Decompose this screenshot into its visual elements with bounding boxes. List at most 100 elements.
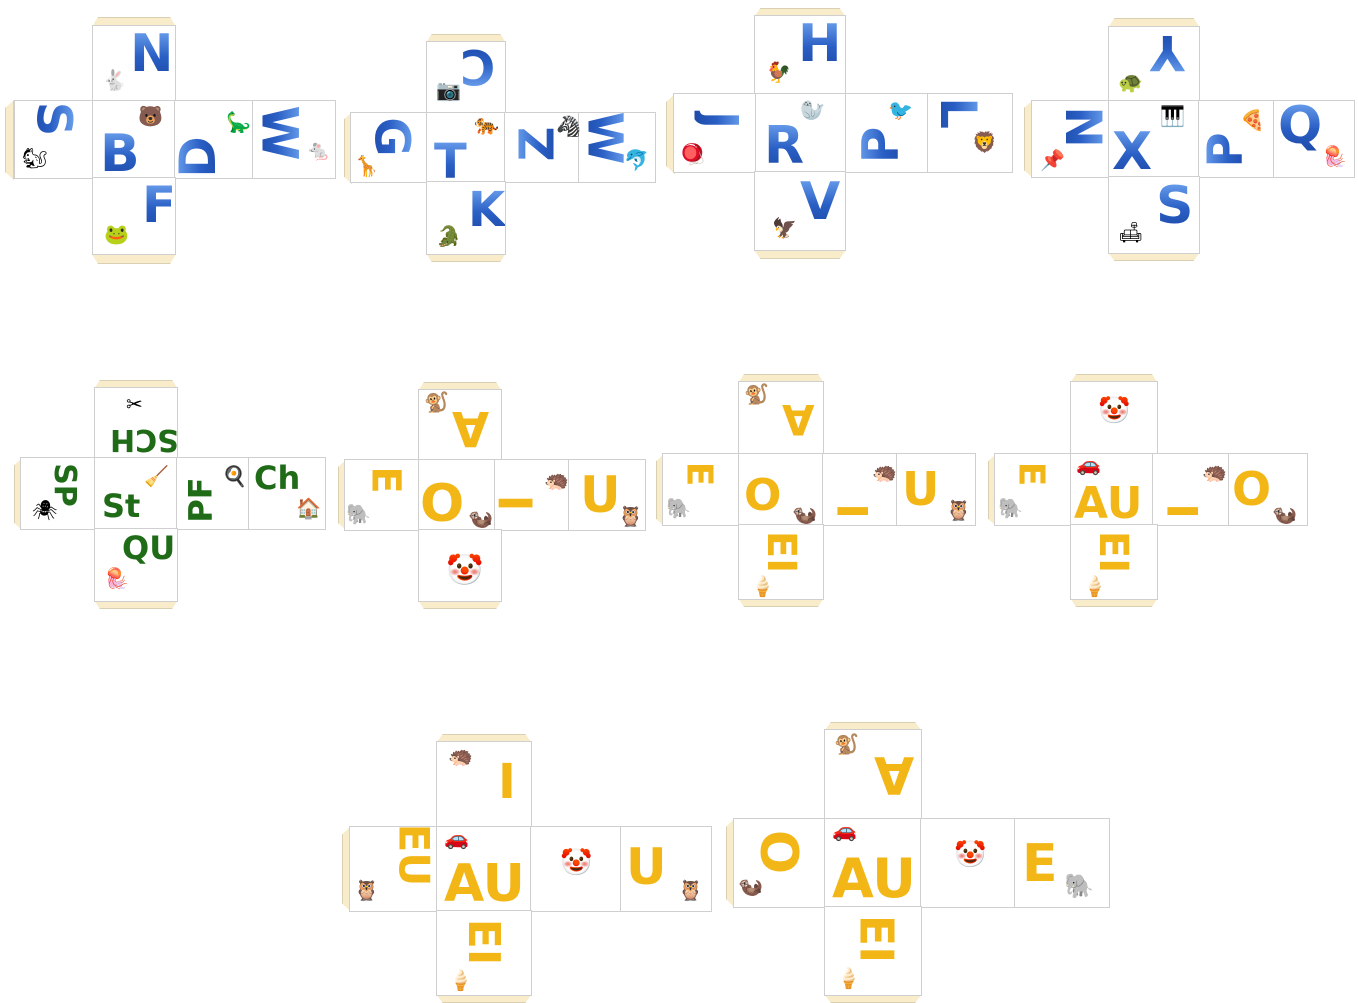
letter-top: C: [460, 38, 496, 94]
crocodile-icon: 🐊: [436, 224, 461, 248]
armchair-icon: 🛋: [1118, 220, 1144, 244]
die-face: [436, 741, 532, 828]
die-face: [92, 177, 176, 255]
die-face: [252, 100, 336, 179]
monkey-icon: 🐒: [424, 390, 449, 414]
spider-icon: 🕷: [32, 498, 58, 522]
letter-far: E: [1022, 834, 1058, 894]
rabbit-icon: 🐇: [102, 68, 127, 92]
letter-left: E: [362, 466, 409, 494]
camera-icon: 📷: [436, 78, 461, 102]
letter-bottom: QU: [122, 529, 176, 567]
die-face: [673, 93, 757, 173]
die-face: [426, 181, 506, 255]
letter-right: I: [828, 503, 878, 519]
xylophone-icon: 🎹: [1160, 104, 1185, 128]
mouse-icon: 🐁: [306, 138, 331, 162]
letter-right: D: [168, 136, 227, 178]
die-face: [1228, 453, 1308, 526]
die-face: [504, 112, 580, 183]
letter-left: O: [748, 829, 809, 875]
die-face: [418, 389, 502, 461]
letter-bottom: EI: [1090, 530, 1137, 574]
elephant-icon: 🐘: [998, 496, 1023, 520]
monkey-icon: 🐒: [834, 732, 859, 756]
letter-right: Z: [509, 126, 566, 162]
die-face: [1014, 818, 1110, 908]
die-face: [1108, 26, 1200, 102]
glue-tab: [754, 250, 846, 259]
owl-icon: 🦉: [354, 878, 379, 902]
letter-center: O: [744, 470, 782, 521]
die-face: [896, 453, 976, 526]
die-face: [822, 453, 898, 526]
letter-bottom: EI: [458, 918, 510, 966]
die-face: [754, 15, 846, 95]
frog-icon: 🐸: [104, 222, 129, 246]
car-icon: 🚗: [444, 826, 469, 850]
clown-icon: 🤡: [954, 840, 987, 870]
letter-center: R: [764, 116, 805, 176]
pelican-icon: 🐦: [888, 98, 913, 122]
pizza-icon: 🍕: [1240, 108, 1265, 132]
die-face: [176, 457, 250, 530]
letter-left: E: [1010, 461, 1052, 487]
car-icon: 🚗: [832, 818, 857, 842]
clown-icon: 🤡: [446, 553, 484, 588]
die-face: [1070, 524, 1158, 600]
owl-icon: 🦉: [618, 504, 643, 528]
zebra-icon: 🦓: [556, 114, 581, 138]
letter-right: P: [851, 126, 910, 164]
clown-icon: 🤡: [1098, 396, 1131, 426]
die-face: [824, 818, 922, 908]
letter-bottom: V: [800, 172, 841, 232]
die-face: [1070, 453, 1154, 526]
die-face: [754, 171, 846, 251]
die-face: [994, 453, 1072, 526]
letter-right: I: [1158, 503, 1208, 519]
tiger-icon: 🐅: [474, 112, 499, 136]
hedgehog-icon: 🦔: [1202, 460, 1227, 484]
giraffe-icon: 🦒: [354, 154, 379, 178]
letter-right: P: [1197, 132, 1254, 168]
letter-far: W: [576, 111, 633, 165]
letter-top: A: [874, 744, 915, 804]
ice-cream-icon: 🍦: [750, 574, 775, 598]
otter-icon: 🦦: [792, 502, 817, 526]
die-face: [436, 910, 532, 996]
letter-bottom: F: [142, 176, 177, 234]
letter-center: AU: [832, 847, 916, 910]
letter-left: E: [678, 461, 720, 487]
die-face: [92, 25, 176, 102]
letter-center: X: [1112, 122, 1153, 182]
die-face: [824, 906, 922, 996]
letter-center: T: [434, 134, 467, 190]
die-face: [578, 112, 656, 183]
letter-top: A: [782, 395, 815, 444]
die-face: [418, 529, 502, 602]
bird-icon: 🦅: [772, 216, 797, 240]
die-face: [20, 457, 96, 530]
letter-bottom: K: [468, 182, 506, 238]
otter-icon: 🦦: [1272, 502, 1297, 526]
letter-center: St: [102, 487, 141, 525]
ice-cream-icon: 🍦: [448, 968, 473, 992]
letter-far: Q: [1278, 96, 1323, 156]
die-face: [738, 453, 824, 526]
letter-left: G: [363, 117, 420, 157]
die-face: [927, 93, 1013, 173]
hedgehog-icon: 🦔: [544, 468, 569, 492]
rooster-icon: 🐓: [766, 60, 791, 84]
pan-icon: 🍳: [222, 464, 247, 488]
vacuum-icon: 🧹: [144, 464, 169, 488]
letter-top: Y: [1150, 24, 1185, 80]
letter-top: N: [130, 24, 174, 84]
letter-bottom: EI: [849, 914, 904, 964]
letter-bottom: EI: [758, 530, 805, 574]
letter-top: SCH: [110, 422, 179, 457]
die-face: [824, 729, 922, 820]
letter-bottom: S: [1156, 176, 1194, 236]
letter-top: A: [452, 400, 490, 456]
letter-far: U: [626, 838, 667, 896]
letter-left: S: [25, 101, 82, 137]
